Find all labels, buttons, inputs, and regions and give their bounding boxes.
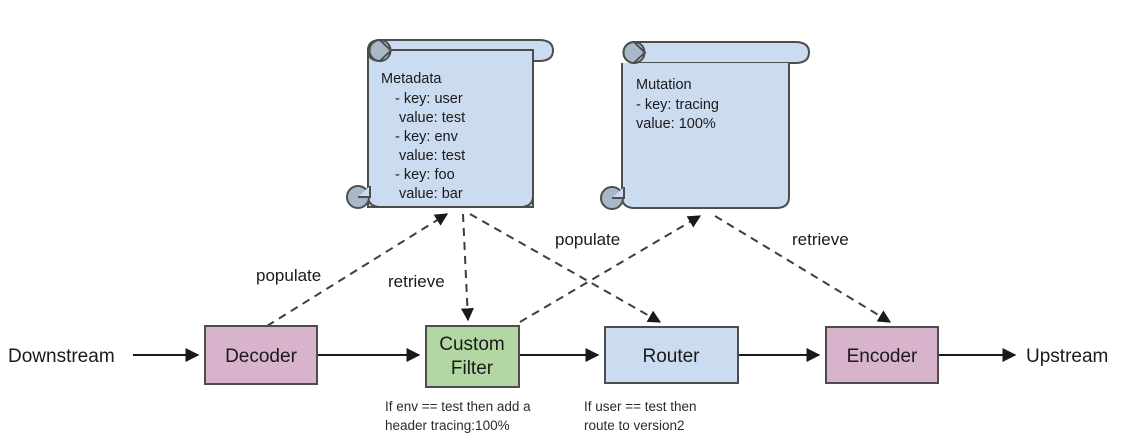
metadata-scroll-line-1: value: test <box>399 110 465 126</box>
metadata-scroll-line-2: - key: env <box>395 129 459 145</box>
edge-metadata-to-custom-filter <box>460 213 474 322</box>
edge-label-populate-mutation: populate <box>555 230 620 249</box>
node-encoder[interactable]: Encoder <box>825 326 939 384</box>
metadata-scroll-title: Metadata <box>381 71 442 87</box>
node-router[interactable]: Router <box>604 326 739 384</box>
router-caption: If user == test then route to version2 <box>584 399 697 433</box>
edge-mutation-to-encoder <box>714 215 892 323</box>
mutation-scroll: Mutation - key: tracing value: 100% <box>600 40 811 210</box>
router-caption-line2: route to version2 <box>584 418 685 433</box>
endpoint-label-upstream: Upstream <box>1026 346 1108 367</box>
metadata-scroll-line-0: - key: user <box>395 91 463 107</box>
edge-label-populate-metadata: populate <box>256 266 321 285</box>
metadata-scroll-line-4: - key: foo <box>395 167 455 183</box>
edge-custom-filter-to-mutation <box>519 215 702 323</box>
metadata-scroll-line-5: value: bar <box>399 186 463 202</box>
node-encoder-label: Encoder <box>847 346 918 367</box>
metadata-scroll-line-3: value: test <box>399 148 465 164</box>
node-router-label: Router <box>642 346 700 367</box>
edge-decoder-to-metadata <box>266 213 449 327</box>
edge-metadata-to-router <box>469 213 662 323</box>
custom-filter-caption-line2: header tracing:100% <box>385 418 510 433</box>
mutation-scroll-line-0: - key: tracing <box>636 97 719 113</box>
node-custom-filter[interactable]: Custom Filter <box>425 325 520 388</box>
node-decoder[interactable]: Decoder <box>204 325 318 385</box>
node-custom-filter-label-line2: Filter <box>451 358 494 379</box>
mutation-scroll-line-1: value: 100% <box>636 116 716 132</box>
mutation-scroll-title: Mutation <box>636 77 692 93</box>
router-caption-line1: If user == test then <box>584 399 697 414</box>
edge-label-retrieve-metadata: retrieve <box>388 272 445 291</box>
endpoint-label-downstream: Downstream <box>8 346 115 367</box>
node-decoder-label: Decoder <box>225 346 297 367</box>
custom-filter-caption-line1: If env == test then add a <box>385 399 531 414</box>
node-custom-filter-label-line1: Custom <box>439 334 504 355</box>
custom-filter-caption: If env == test then add a header tracing… <box>385 399 531 433</box>
edge-label-retrieve-mutation: retrieve <box>792 230 849 249</box>
metadata-scroll: Metadata - key: user value: test - key: … <box>346 38 555 209</box>
